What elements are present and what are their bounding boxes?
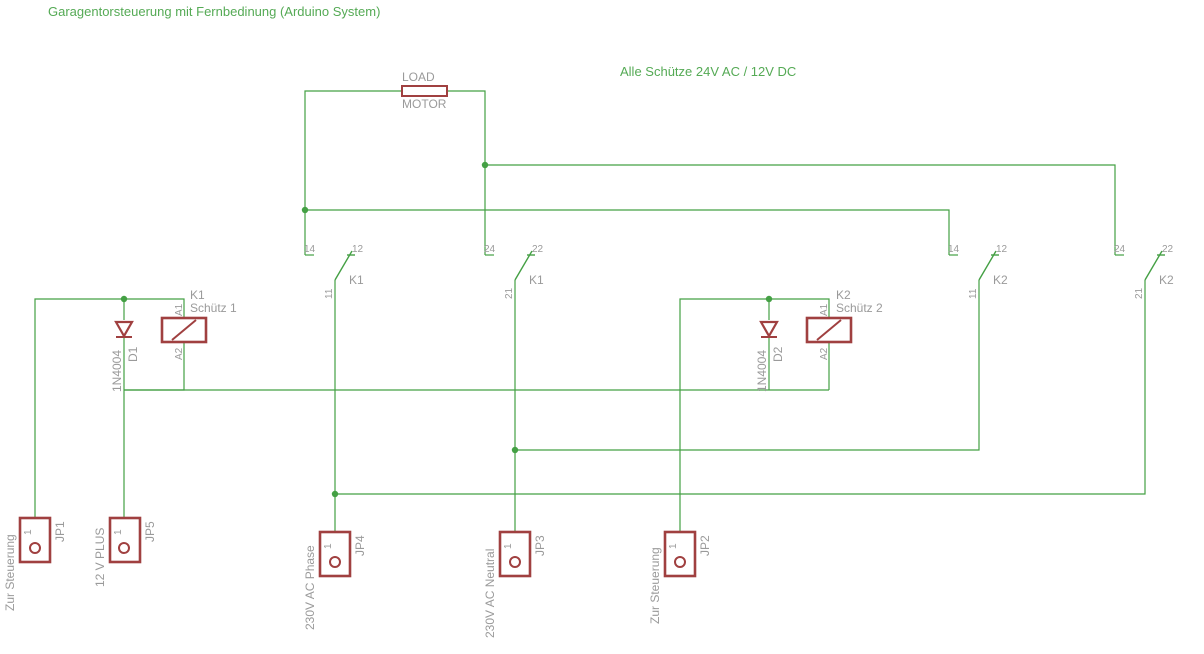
wire-load-right [447, 90, 486, 255]
contact-nc-pin: 12 [352, 244, 364, 255]
contact-k2-b: 24 22 21 K2 [1114, 244, 1174, 299]
note-text: Alle Schütze 24V AC / 12V DC [620, 64, 796, 79]
jumper-pin: 1 [323, 543, 334, 549]
jumper-pad [509, 556, 521, 568]
relay-name: K1 [190, 288, 205, 302]
relay-value: Schütz 2 [836, 301, 883, 315]
jumper-pad [329, 556, 341, 568]
contact-common-pin: 11 [968, 288, 979, 299]
relay-coil-k1: K1 Schütz 1 A1 A2 [160, 288, 237, 360]
load-value: MOTOR [402, 97, 447, 111]
coil-symbol [805, 316, 853, 344]
wire-bus-k2-14 [305, 209, 950, 255]
relay-coil-k2: K2 Schütz 2 A1 A2 [805, 288, 883, 360]
diode-name: D2 [771, 346, 785, 362]
jumper-name: JP4 [353, 535, 367, 556]
load-motor: LOAD MOTOR [401, 70, 448, 111]
contact-k1-a: 14 12 11 K1 [304, 244, 364, 299]
contact-k2-a: 14 12 11 K2 [948, 244, 1008, 299]
jumper-pin: 1 [503, 543, 514, 549]
diode-symbol [114, 320, 134, 339]
relay-pin-a2: A2 [819, 347, 830, 360]
junction-dot [481, 161, 489, 169]
jumper-pad [118, 542, 130, 554]
contact-k1-b: 24 22 21 K1 [484, 244, 544, 299]
contact-no-pin: 24 [1114, 244, 1126, 255]
contact-name: K2 [993, 273, 1008, 287]
contact-blade [514, 250, 533, 281]
contact-blade [978, 250, 997, 281]
jumper-pin: 1 [113, 529, 124, 535]
jumper-label: 230V AC Neutral [483, 549, 497, 638]
jumper-pin: 1 [668, 543, 679, 549]
wire-jp2-top [679, 298, 830, 532]
contact-common-pin: 21 [1134, 287, 1145, 299]
contact-nc-pin: 22 [1162, 244, 1174, 255]
jumper-body [18, 516, 52, 564]
jumper-jp4: 1 JP4 230V AC Phase [303, 530, 367, 630]
diode-value: 1N4004 [755, 350, 769, 392]
junction-dot [301, 206, 309, 214]
jumper-label: 12 V PLUS [93, 528, 107, 587]
coil-symbol [160, 316, 208, 344]
contact-no-pin: 24 [484, 244, 496, 255]
jumper-name: JP3 [533, 535, 547, 556]
resistor-symbol [401, 85, 448, 97]
jumper-jp3: 1 JP3 230V AC Neutral [483, 530, 547, 638]
relay-pin-a1: A1 [819, 303, 830, 316]
junctions [120, 161, 773, 498]
jumper-name: JP5 [143, 521, 157, 542]
wire-bus-k2-24 [485, 164, 1116, 255]
contact-name: K1 [349, 273, 364, 287]
wire-k2-21 [335, 280, 1146, 495]
jumper-label: Zur Steuerung [648, 547, 662, 624]
coil-slash [816, 319, 842, 341]
wire-load-left [304, 90, 402, 255]
diode-value: 1N4004 [110, 350, 124, 392]
diode-symbol [759, 320, 779, 339]
load-name: LOAD [402, 70, 435, 84]
junction-dot [765, 295, 773, 303]
diagram-title: Garagentorsteuerung mit Fernbedinung (Ar… [48, 4, 380, 19]
relay-pin-a1: A1 [174, 303, 185, 316]
jumper-body [663, 530, 697, 578]
wire-k2-11 [515, 280, 980, 451]
wire-jp1-top [34, 298, 185, 518]
jumper-label: Zur Steuerung [3, 534, 17, 611]
diode-name: D1 [126, 346, 140, 362]
contact-name: K1 [529, 273, 544, 287]
jumper-pad [674, 556, 686, 568]
jumper-name: JP2 [698, 535, 712, 556]
diode-d2: 1N4004 D2 [755, 320, 785, 392]
jumper-name: JP1 [53, 521, 67, 542]
junction-dot [511, 446, 519, 454]
relay-pin-a2: A2 [174, 347, 185, 360]
junction-dot [331, 490, 339, 498]
jumper-body [498, 530, 532, 578]
contact-blade [334, 250, 353, 281]
jumper-jp2: 1 JP2 Zur Steuerung [648, 530, 712, 624]
jumper-pin: 1 [23, 529, 34, 535]
relay-value: Schütz 1 [190, 301, 237, 315]
contact-no-pin: 14 [304, 244, 316, 255]
contact-nc-pin: 22 [532, 244, 544, 255]
jumper-body [108, 516, 142, 564]
jumper-pad [29, 542, 41, 554]
contact-common-pin: 21 [504, 287, 515, 299]
diode-d1: 1N4004 D1 [110, 320, 140, 392]
jumper-body [318, 530, 352, 578]
relay-name: K2 [836, 288, 851, 302]
jumper-label: 230V AC Phase [303, 545, 317, 630]
contact-blade [1144, 250, 1163, 281]
coil-slash [171, 319, 197, 341]
contact-nc-pin: 12 [996, 244, 1008, 255]
jumper-jp5: 1 JP5 12 V PLUS [93, 516, 157, 587]
junction-dot [120, 295, 128, 303]
wires [34, 90, 1146, 532]
contact-name: K2 [1159, 273, 1174, 287]
contact-no-pin: 14 [948, 244, 960, 255]
jumper-jp1: 1 JP1 Zur Steuerung [3, 516, 67, 611]
contact-common-pin: 11 [324, 288, 335, 299]
